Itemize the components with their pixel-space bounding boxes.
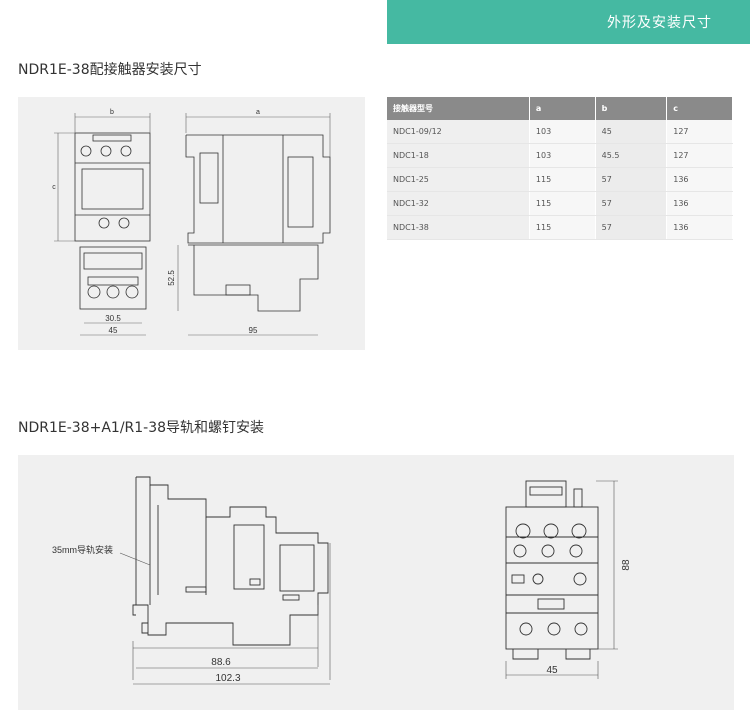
- table-row: NDC1-25 115 57 136: [387, 167, 733, 192]
- cell-model: NDC1-09/12: [387, 120, 530, 144]
- cell-model: NDC1-32: [387, 191, 530, 216]
- table-row: NDC1-38 115 57 136: [387, 215, 733, 240]
- cell-model: NDC1-18: [387, 143, 530, 168]
- cell-c: 136: [666, 215, 733, 240]
- dim-a: a: [256, 109, 260, 116]
- cell-c: 136: [666, 191, 733, 216]
- cell-b: 57: [595, 191, 668, 216]
- rail-mount-drawing: 35mm导轨安装 88.6 102.3 45 88: [52, 476, 632, 685]
- spec-table: 接触器型号 a b c NDC1-09/12 103 45 127 NDC1-1…: [387, 97, 733, 240]
- header-title: 外形及安装尺寸: [607, 15, 712, 31]
- cell-b: 57: [595, 215, 668, 240]
- cell-c: 136: [666, 167, 733, 192]
- cell-a: 103: [529, 120, 596, 144]
- dim-b: b: [110, 109, 114, 116]
- col-header-c: c: [666, 97, 733, 120]
- cell-b: 57: [595, 167, 668, 192]
- cell-a: 115: [529, 167, 596, 192]
- header-bar: 外形及安装尺寸: [387, 0, 750, 44]
- dim-45: 45: [546, 665, 558, 676]
- cell-model: NDC1-25: [387, 167, 530, 192]
- col-header-b: b: [595, 97, 668, 120]
- cell-b: 45.5: [595, 143, 668, 168]
- dim-102-3: 102.3: [215, 673, 240, 684]
- contactor-mount-drawing: b a c 30.5 45 52.5 95: [52, 109, 331, 336]
- dim-52-5: 52.5: [167, 270, 176, 286]
- dim-95: 95: [249, 326, 258, 335]
- section1-title: NDR1E-38配接触器安装尺寸: [18, 62, 202, 78]
- dim-c: c: [52, 184, 56, 191]
- cell-c: 127: [666, 143, 733, 168]
- cell-a: 115: [529, 215, 596, 240]
- table-row: NDC1-32 115 57 136: [387, 191, 733, 216]
- cell-c: 127: [666, 120, 733, 144]
- table-header-row: 接触器型号 a b c: [387, 97, 733, 120]
- col-header-a: a: [529, 97, 596, 120]
- table-row: NDC1-18 103 45.5 127: [387, 143, 733, 168]
- cell-b: 45: [595, 120, 668, 144]
- dim-88-6: 88.6: [211, 657, 231, 668]
- cell-a: 103: [529, 143, 596, 168]
- cell-a: 115: [529, 191, 596, 216]
- dim-88: 88: [621, 559, 632, 571]
- drawing-panel-2: 35mm导轨安装 88.6 102.3 45 88: [18, 455, 734, 710]
- table-row: NDC1-09/12 103 45 127: [387, 120, 733, 144]
- section2-title: NDR1E-38+A1/R1-38导轨和螺钉安装: [18, 420, 265, 436]
- col-header-model: 接触器型号: [387, 97, 530, 120]
- cell-model: NDC1-38: [387, 215, 530, 240]
- rail-label: 35mm导轨安装: [52, 544, 113, 555]
- dim-45: 45: [109, 326, 118, 335]
- drawing-panel-1: b a c 30.5 45 52.5 95: [18, 97, 365, 350]
- dim-30-5: 30.5: [105, 314, 121, 323]
